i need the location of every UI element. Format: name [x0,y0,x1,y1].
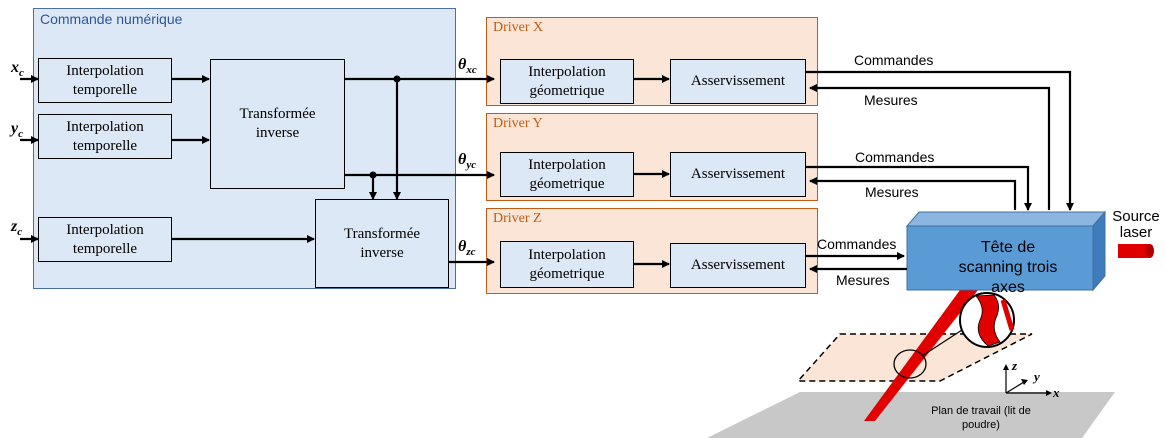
transform-inverse-1-label: Transformée inverse [239,106,316,141]
interp-geo-z: Interpolation géometrique [500,241,634,288]
junction-dot-x [393,75,401,83]
work-plane [707,392,1115,438]
zoom-connector [921,329,963,357]
arrow-cmd-x [806,70,1074,211]
commands-label-y: Commandes [855,149,935,165]
work-plane-label: Plan de travail (lit de poudre) [931,405,1031,431]
measures-label-x: Mesures [864,92,918,108]
arrow-mes-y [809,177,1017,210]
theta-yc: θyc [458,151,477,172]
axis-x-arrow [1046,390,1052,396]
interp-temporal-z: Interpolation temporelle [38,217,172,262]
interp-temporal-z-label: Interpolation temporelle [66,221,144,257]
interp-geo-x-label: Interpolation géometrique [528,63,606,99]
interp-geo-y: Interpolation géometrique [500,152,634,197]
cnc-title: Commande numérique [40,11,183,27]
measures-label-y: Mesures [865,184,919,200]
servo-y: Asservissement [670,152,806,197]
axis-y-arrow [1021,379,1028,385]
driver-y-title: Driver Y [493,116,543,131]
interp-geo-x: Interpolation géometrique [500,59,634,104]
transform-inverse-2: Transformée inverse [315,199,449,288]
laser-source-end [1146,244,1154,258]
theta-xc: θxc [458,56,477,77]
measures-label-z: Mesures [836,272,890,288]
axis-z-arrow [1003,364,1009,370]
driver-x-title: Driver X [493,20,544,35]
junction-dot-y [369,171,377,179]
input-xc: xc [11,59,24,80]
interp-temporal-y-label: Interpolation temporelle [66,118,144,154]
interp-temporal-x: Interpolation temporelle [38,58,172,103]
commands-label-z: Commandes [817,236,897,252]
zoom-beam-waist [975,294,1001,347]
interp-temporal-y: Interpolation temporelle [38,114,172,159]
spot-circle [893,349,927,379]
servo-z-label: Asservissement [690,257,786,273]
arrow-cmd-y [806,165,1032,211]
input-zc: zc [11,218,23,239]
input-yc: yc [11,120,23,141]
laser-beam [864,290,978,421]
axis-x-label: x [1053,385,1060,400]
interp-geo-y-label: Interpolation géometrique [528,156,606,192]
head-front [906,225,1094,291]
transform-inverse-2-label: Transformée inverse [343,225,421,261]
interp-temporal-x-label: Interpolation temporelle [66,62,144,98]
servo-z: Asservissement [670,243,806,288]
servo-y-label: Asservissement [690,166,786,182]
servo-x: Asservissement [670,59,806,104]
laser-source-label: Source laser [1112,208,1160,241]
axis-z-label: z [1012,358,1018,373]
scan-head-label: Tête de scanning trois axes [958,239,1058,296]
driver-z-title: Driver Z [493,211,542,226]
servo-x-label: Asservissement [690,73,786,89]
axis-y [1005,381,1025,394]
transform-inverse-1: Transformée inverse [210,59,345,189]
laser-source [1118,244,1150,258]
axis-y-label: y [1034,369,1040,384]
arrow-mes-x [809,84,1051,210]
interp-geo-z-label: Interpolation géometrique [528,246,606,282]
zoom-beam-edge [1000,299,1015,331]
theta-zc: θzc [458,238,476,259]
commands-label-x: Commandes [854,52,934,68]
